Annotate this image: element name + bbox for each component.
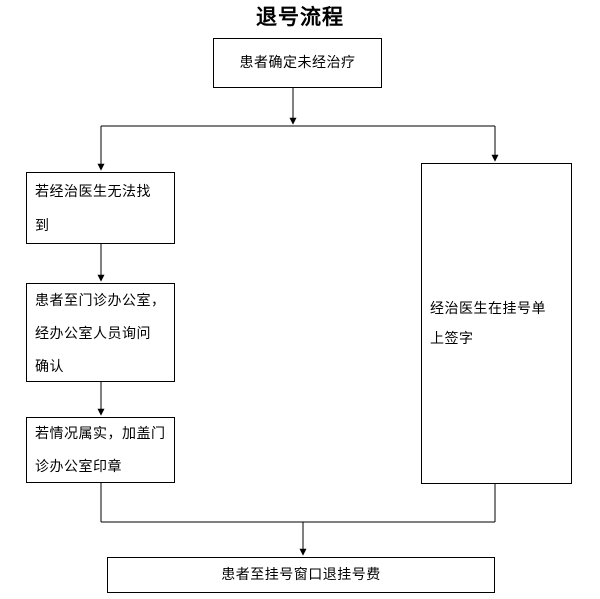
node-clinic-office: 患者至门诊办公室， 经办公室人员询问 确认 (26, 283, 175, 382)
node-doctor-sign: 经治医生在挂号单 上签字 (421, 163, 572, 484)
flowchart-title: 退号流程 (256, 4, 344, 29)
node-doctor-not-found-label: 若经治医生无法找 到 (35, 184, 151, 234)
node-patient-undecided: 患者确定未经治疗 (213, 38, 382, 88)
node-refund-window-label: 患者至挂号窗口退挂号费 (221, 567, 381, 583)
node-office-stamp: 若情况属实，加盖门 诊办公室印章 (26, 417, 175, 483)
node-doctor-not-found: 若经治医生无法找 到 (26, 172, 175, 244)
node-clinic-office-label: 患者至门诊办公室， 经办公室人员询问 确认 (35, 293, 166, 375)
node-office-stamp-label: 若情况属实，加盖门 诊办公室印章 (35, 426, 166, 475)
node-patient-undecided-label: 患者确定未经治疗 (239, 55, 356, 71)
node-refund-window: 患者至挂号窗口退挂号费 (107, 557, 495, 593)
node-doctor-sign-label: 经治医生在挂号单 上签字 (430, 300, 546, 347)
